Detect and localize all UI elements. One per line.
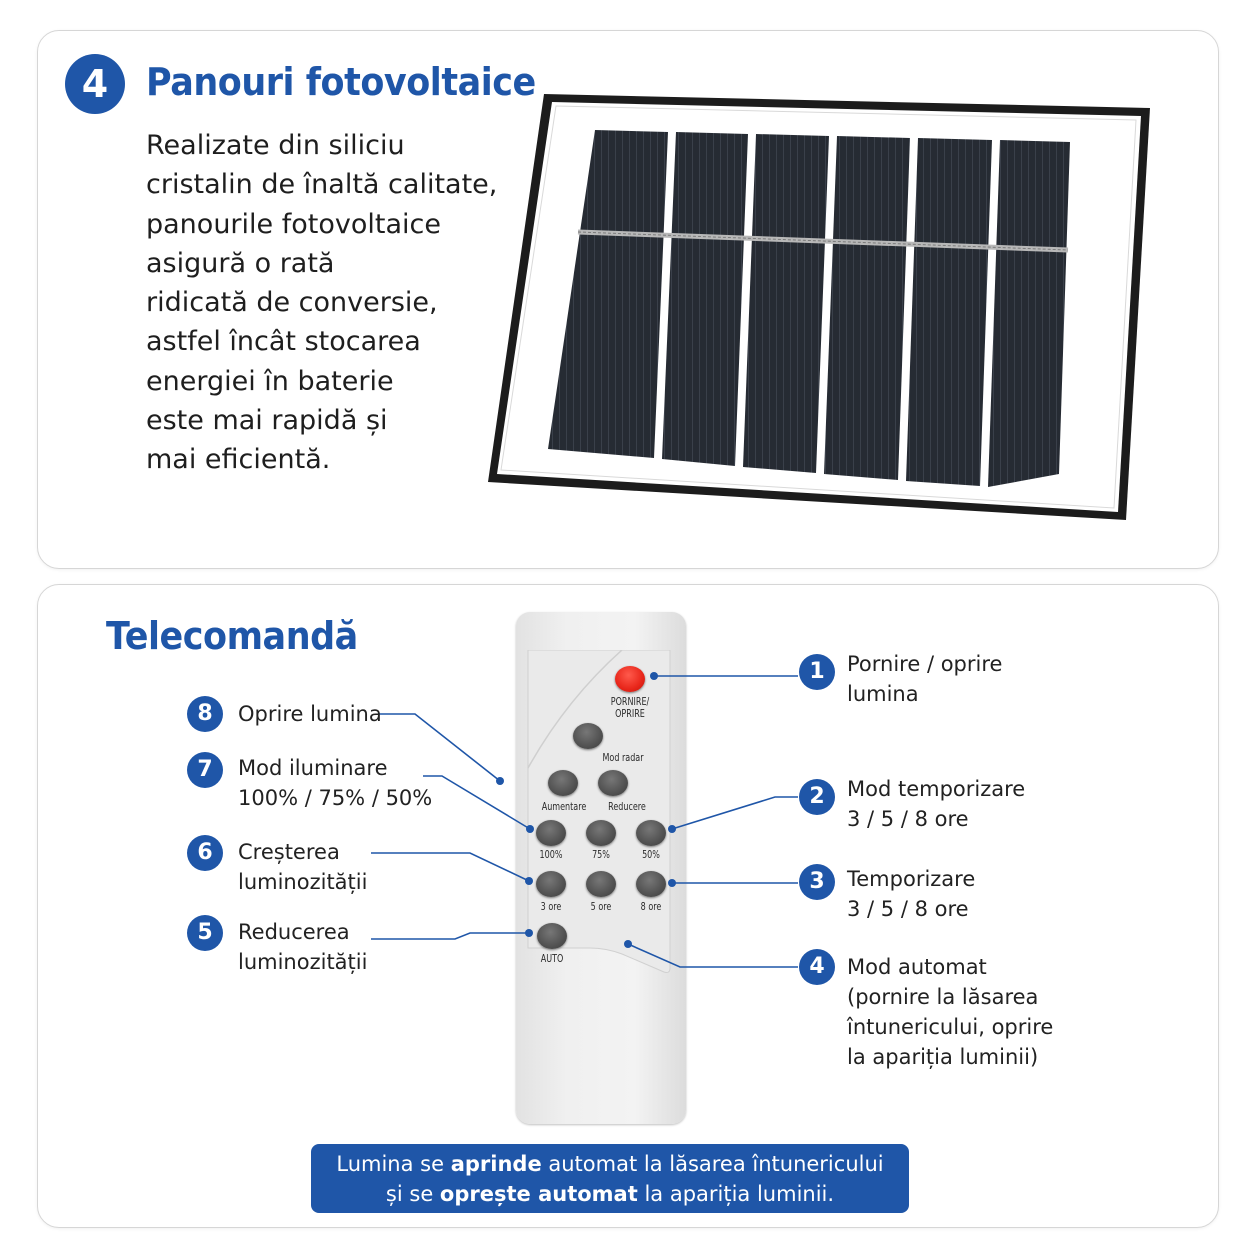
power-button[interactable] [615, 666, 645, 692]
callout-8-badge: 8 [187, 696, 223, 732]
brightness-100-button[interactable] [536, 820, 566, 846]
label-5h: 5 ore [590, 901, 612, 913]
section-number-badge: 4 [65, 54, 125, 114]
section-title: Panouri fotovoltaice [146, 60, 536, 104]
timer-3h-button[interactable] [536, 871, 566, 897]
callout-7-text: Mod iluminare 100% / 75% / 50% [238, 756, 433, 810]
info-banner: Lumina se aprinde automat la lăsarea înt… [311, 1144, 909, 1213]
callout-3-badge: 3 [799, 864, 835, 900]
callout-2-text: Mod temporizare 3 / 5 / 8 ore [847, 777, 1026, 831]
description-line: energiei în baterie [146, 365, 394, 397]
timer-5h-button[interactable] [586, 871, 616, 897]
power-label: PORNIRE/ OPRIRE [610, 696, 650, 720]
label-100: 100% [539, 849, 563, 861]
label-75: 75% [592, 849, 610, 861]
callout-8-text: Oprire lumina [238, 702, 382, 726]
decrease-label: Reducere [608, 801, 646, 813]
description-line: astfel încât stocarea [146, 326, 421, 358]
callout-4-badge: 4 [799, 949, 835, 985]
callout-7-badge: 7 [187, 752, 223, 788]
radar-mode-button[interactable] [573, 723, 603, 749]
callout-4-text: Mod automat (pornire la lăsarea întuneri… [847, 955, 1054, 1069]
solar-cells [548, 130, 1070, 487]
callout-1-badge: 1 [799, 654, 835, 690]
callout-2-badge: 2 [799, 779, 835, 815]
radar-mode-label: Mod radar [602, 752, 644, 764]
description-line: Realizate din siliciu [146, 130, 405, 161]
description-line: asigură o rată [146, 247, 335, 279]
description-line: panourile fotovoltaice [146, 208, 441, 240]
solar-panel-image [488, 94, 1150, 520]
label-50: 50% [642, 849, 660, 861]
banner-line-2: și se oprește automat la apariția lumini… [385, 1182, 835, 1206]
increase-label: Aumentare [541, 801, 587, 813]
timer-8h-button[interactable] [636, 871, 666, 897]
callout-6-badge: 6 [187, 835, 223, 871]
decrease-button[interactable] [598, 770, 628, 796]
increase-button[interactable] [548, 770, 578, 796]
brightness-75-button[interactable] [586, 820, 616, 846]
brightness-50-button[interactable] [636, 820, 666, 846]
description-line: cristalin de înaltă calitate, [146, 169, 498, 201]
label-8h: 8 ore [640, 901, 662, 913]
callout-5-text: Reducerea luminozității [238, 920, 368, 974]
callout-5-badge: 5 [187, 915, 223, 951]
callout-1-text: Pornire / oprire lumina [847, 652, 1003, 706]
description-line: este mai rapidă și [146, 405, 388, 437]
auto-button[interactable] [537, 923, 567, 949]
callout-3-text: Temporizare 3 / 5 / 8 ore [847, 867, 976, 921]
description-line: ridicată de conversie, [146, 287, 438, 319]
remote-section-title: Telecomandă [106, 614, 358, 658]
label-3h: 3 ore [540, 901, 562, 913]
callout-6-text: Creșterea luminozității [238, 840, 368, 894]
banner-line-1: Lumina se aprinde automat la lăsarea înt… [336, 1152, 884, 1176]
panel-description: Realizate din siliciu cristalin de înalt… [146, 126, 498, 480]
description-line: mai eficientă. [146, 444, 331, 476]
auto-label: AUTO [540, 953, 564, 965]
